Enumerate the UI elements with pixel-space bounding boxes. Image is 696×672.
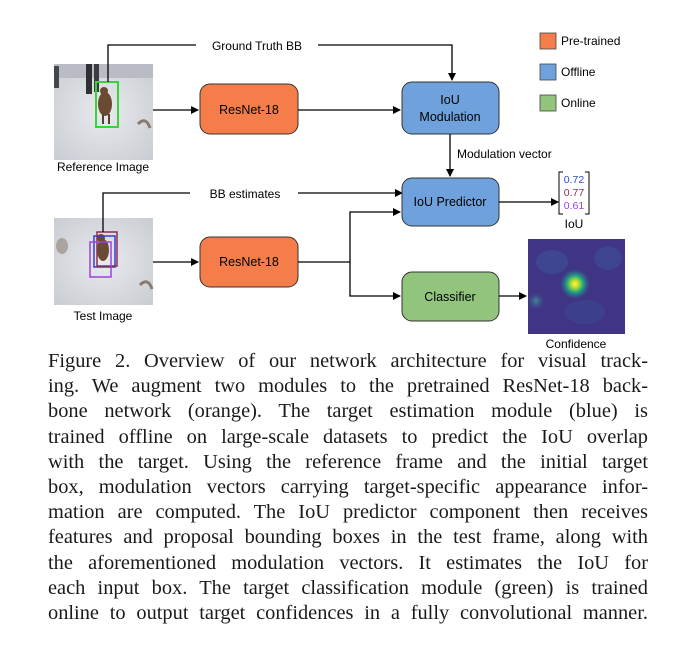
classifier-label: Classifier [424, 290, 475, 304]
classifier-block: Classifier [401, 271, 500, 322]
test-image-label: Test Image [74, 309, 133, 323]
bb-estimates-connector [102, 189, 403, 232]
iou-value-1: 0.72 [564, 174, 585, 186]
iou-values: 0.72 0.77 0.61 [558, 171, 590, 215]
caption-line: with the target. Using the reference fra… [48, 450, 648, 473]
resnet-test-block: ResNet-18 [199, 236, 299, 288]
image-to-resnet-arrows [153, 106, 199, 266]
legend-label-pretrained: Pre-trained [561, 34, 620, 48]
iou-output-label: IoU [565, 217, 584, 231]
legend-label-online: Online [561, 96, 596, 110]
caption-line: each input box. The target classificatio… [48, 576, 648, 599]
caption-line: features and proposal bounding boxes in … [48, 526, 648, 549]
confidence-label: Confidence [546, 337, 607, 351]
resnet-test-split-connector [298, 208, 401, 300]
caption-line: mation are computed. The IoU predictor c… [48, 501, 648, 524]
reference-image [54, 64, 153, 160]
legend-swatch-offline [539, 63, 557, 81]
caption-line: trained offline on large-scale datasets … [48, 425, 648, 448]
ground-truth-label: Ground Truth BB [212, 39, 302, 53]
caption-line: online to output target confidences in a… [48, 602, 648, 625]
iou-value-2: 0.77 [564, 187, 585, 199]
legend-swatch-online [539, 94, 557, 112]
architecture-diagram: Reference Image Test Image Ground Truth … [54, 32, 625, 351]
iou-predictor-block: IoU Predictor [401, 177, 500, 227]
resnet-reference-label: ResNet-18 [219, 103, 279, 117]
iou-modulation-label-line2: Modulation [419, 110, 480, 124]
iou-modulation-block: IoU Modulation [401, 81, 500, 135]
modulation-vector-label: Modulation vector [457, 147, 552, 161]
test-image [54, 218, 154, 305]
legend-swatch-pretrained [539, 32, 557, 50]
resnet-test-label: ResNet-18 [219, 255, 279, 269]
caption-line: the aforementioned modulation vectors. I… [48, 551, 648, 574]
legend-label-offline: Offline [561, 65, 596, 79]
caption-line: ing. We augment two modules to the pretr… [48, 375, 648, 398]
resnet-reference-block: ResNet-18 [199, 83, 299, 135]
confidence-heatmap [527, 239, 625, 334]
iou-modulation-label-line1: IoU [440, 93, 459, 107]
caption-line: Figure 2. Overview of our network archit… [48, 350, 648, 372]
iou-value-3: 0.61 [564, 200, 585, 212]
bb-estimates-label: BB estimates [210, 187, 281, 201]
legend: Pre-trained Offline Online [539, 32, 620, 112]
reference-image-label: Reference Image [57, 160, 149, 174]
caption-line: box, modulation vectors carrying target-… [48, 476, 648, 499]
caption-line: bone network (orange). The target estima… [48, 400, 648, 423]
ground-truth-connector [107, 44, 456, 82]
figure-caption: Figure 2. Overview of our network archit… [48, 349, 648, 626]
iou-predictor-label: IoU Predictor [414, 195, 487, 209]
